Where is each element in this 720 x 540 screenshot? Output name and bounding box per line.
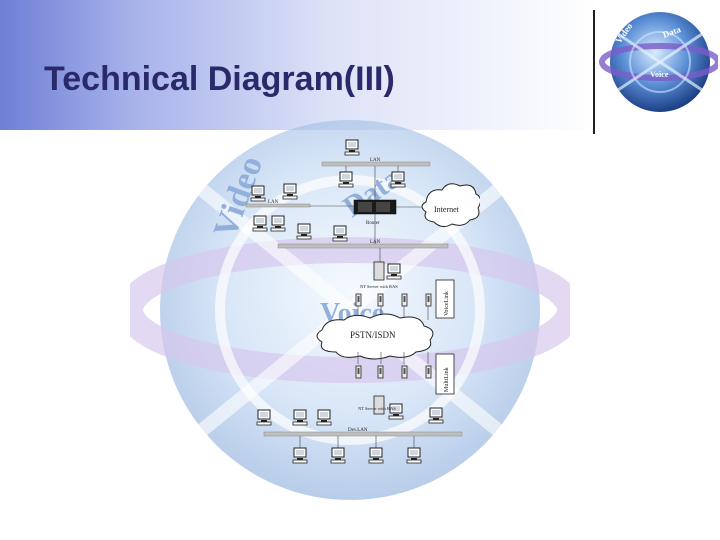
lan-label-2: LAN xyxy=(268,200,279,205)
workstation-icon xyxy=(368,447,384,464)
workstation-icon xyxy=(390,171,406,188)
server-label-1: NT Server with RAS xyxy=(360,284,398,289)
lan-bus-2 xyxy=(245,203,311,208)
lan-bus-1 xyxy=(321,161,431,167)
header-divider xyxy=(593,10,595,134)
server-icon xyxy=(373,261,385,281)
modem-icon xyxy=(377,365,384,379)
logo-word-voice: Voice xyxy=(650,70,669,79)
multilink-label: MultiLink xyxy=(444,367,450,392)
router-label: Router xyxy=(366,221,380,226)
lan-label-main: LAN xyxy=(370,240,381,245)
internet-cloud-icon xyxy=(421,183,480,228)
workstation-icon xyxy=(386,263,402,280)
workstation-icon xyxy=(292,409,308,426)
multilink-box xyxy=(435,353,455,395)
header-band xyxy=(0,0,600,130)
workstation-icon xyxy=(330,447,346,464)
lan-bus-main xyxy=(277,243,449,249)
voicelink-label: VoiceLink xyxy=(444,291,450,316)
modem-icon xyxy=(425,293,432,307)
network-diagram: LAN LAN Router Internet LAN NT Serv xyxy=(245,139,480,464)
workstation-icon xyxy=(406,447,422,464)
globe-logo-icon: Video Data Voice xyxy=(599,12,718,112)
workstation-icon xyxy=(292,447,308,464)
workstation-icon xyxy=(332,225,348,242)
server-icon xyxy=(373,395,385,415)
pstn-cloud-icon xyxy=(316,313,434,360)
slide-title: Technical Diagram(III) xyxy=(44,60,395,98)
lan-bus-bottom xyxy=(263,431,463,437)
bottom-lan-label: Dev.LAN xyxy=(348,428,368,433)
modem-icon xyxy=(401,365,408,379)
modem-icon xyxy=(425,365,432,379)
modem-icon xyxy=(401,293,408,307)
server-label-2: NT Server with RAS xyxy=(358,406,396,411)
workstation-icon xyxy=(270,215,286,232)
voicelink-box xyxy=(435,279,455,319)
lan-label-1: LAN xyxy=(370,158,381,163)
pstn-label: PSTN/ISDN xyxy=(350,330,396,340)
workstation-icon xyxy=(296,223,312,240)
workstation-icon xyxy=(250,185,266,202)
workstation-icon xyxy=(316,409,332,426)
modem-icon xyxy=(355,365,362,379)
workstation-icon xyxy=(338,171,354,188)
workstation-icon xyxy=(252,215,268,232)
internet-label: Internet xyxy=(434,205,460,214)
workstation-icon xyxy=(428,407,444,424)
workstation-icon xyxy=(256,409,272,426)
modem-icon xyxy=(355,293,362,307)
workstation-icon xyxy=(344,139,360,156)
workstation-icon xyxy=(282,183,298,200)
modem-icon xyxy=(377,293,384,307)
